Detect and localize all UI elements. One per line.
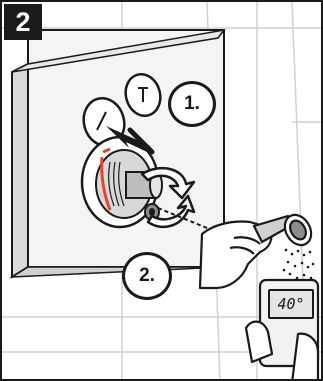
step-number-badge: 2 [4, 4, 42, 40]
callout-step-2: 2. [122, 252, 172, 300]
callout-step-1: 1. [168, 81, 216, 127]
thermometer-reading: 40° [268, 289, 314, 319]
